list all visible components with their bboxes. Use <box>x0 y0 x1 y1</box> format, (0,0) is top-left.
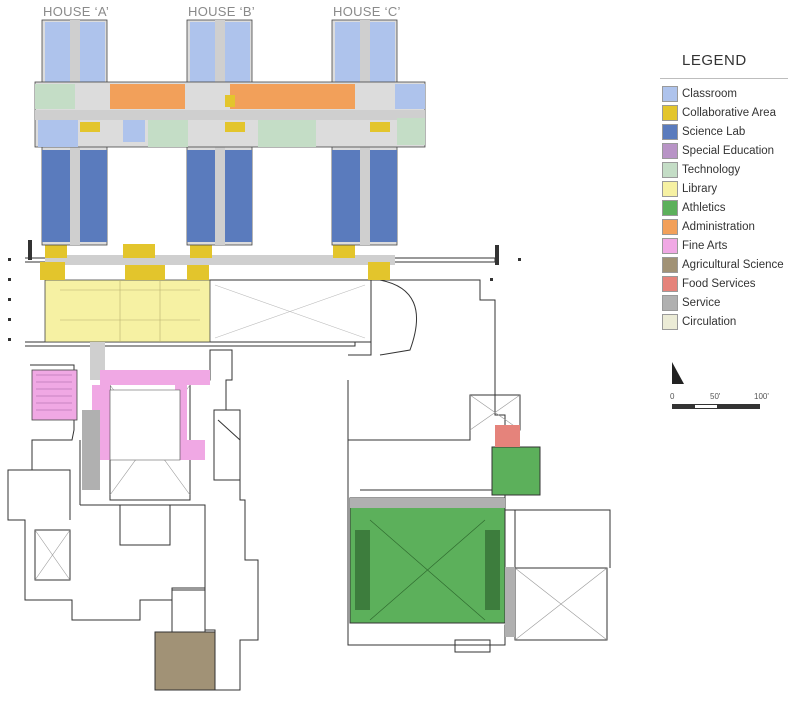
legend-swatch <box>662 256 678 273</box>
legend-swatch <box>662 85 678 102</box>
legend-label: Fine Arts <box>682 239 728 252</box>
legend-item-fine-arts: Fine Arts <box>662 236 784 255</box>
legend-item-special-education: Special Education <box>662 141 784 160</box>
legend-swatch <box>662 218 678 235</box>
legend-label: Circulation <box>682 315 737 328</box>
legend-item-athletics: Athletics <box>662 198 784 217</box>
legend-item-collaborative-area: Collaborative Area <box>662 103 784 122</box>
legend-list: Classroom Collaborative Area Science Lab… <box>662 84 784 331</box>
legend-swatch <box>662 142 678 159</box>
legend-item-agricultural-science: Agricultural Science <box>662 255 784 274</box>
legend-swatch <box>662 123 678 140</box>
legend-swatch <box>662 199 678 216</box>
scale-label: 50' <box>710 392 721 401</box>
legend-label: Library <box>682 182 718 195</box>
legend-divider <box>660 78 788 79</box>
legend-swatch <box>662 180 678 197</box>
house-a-label: HOUSE ‘A’ <box>43 4 110 19</box>
legend-label: Technology <box>682 163 741 176</box>
legend-item-library: Library <box>662 179 784 198</box>
legend-swatch <box>662 104 678 121</box>
legend-label: Collaborative Area <box>682 106 776 119</box>
legend-item-food-services: Food Services <box>662 274 784 293</box>
legend-label: Service <box>682 296 721 309</box>
legend-item-science-lab: Science Lab <box>662 122 784 141</box>
legend: LEGEND Classroom Collaborative Area Scie… <box>660 48 800 330</box>
legend-title: LEGEND <box>682 52 747 69</box>
legend-swatch <box>662 313 678 330</box>
legend-item-administration: Administration <box>662 217 784 236</box>
scale-bar-graphic <box>672 404 760 409</box>
legend-item-technology: Technology <box>662 160 784 179</box>
north-arrow-icon <box>672 362 684 384</box>
legend-label: Agricultural Science <box>682 258 784 271</box>
house-b-label: HOUSE ‘B’ <box>188 4 255 19</box>
legend-item-classroom: Classroom <box>662 84 784 103</box>
legend-label: Food Services <box>682 277 756 290</box>
legend-label: Classroom <box>682 87 737 100</box>
legend-label: Administration <box>682 220 755 233</box>
legend-label: Athletics <box>682 201 726 214</box>
legend-label: Science Lab <box>682 125 746 138</box>
legend-swatch <box>662 275 678 292</box>
legend-swatch <box>662 161 678 178</box>
scale-label: 100' <box>754 392 769 401</box>
legend-label: Special Education <box>682 144 775 157</box>
legend-swatch <box>662 294 678 311</box>
scale-label: 0 <box>670 392 675 401</box>
house-c-label: HOUSE ‘C’ <box>333 4 401 19</box>
legend-item-circulation: Circulation <box>662 312 784 331</box>
legend-item-service: Service <box>662 293 784 312</box>
legend-swatch <box>662 237 678 254</box>
